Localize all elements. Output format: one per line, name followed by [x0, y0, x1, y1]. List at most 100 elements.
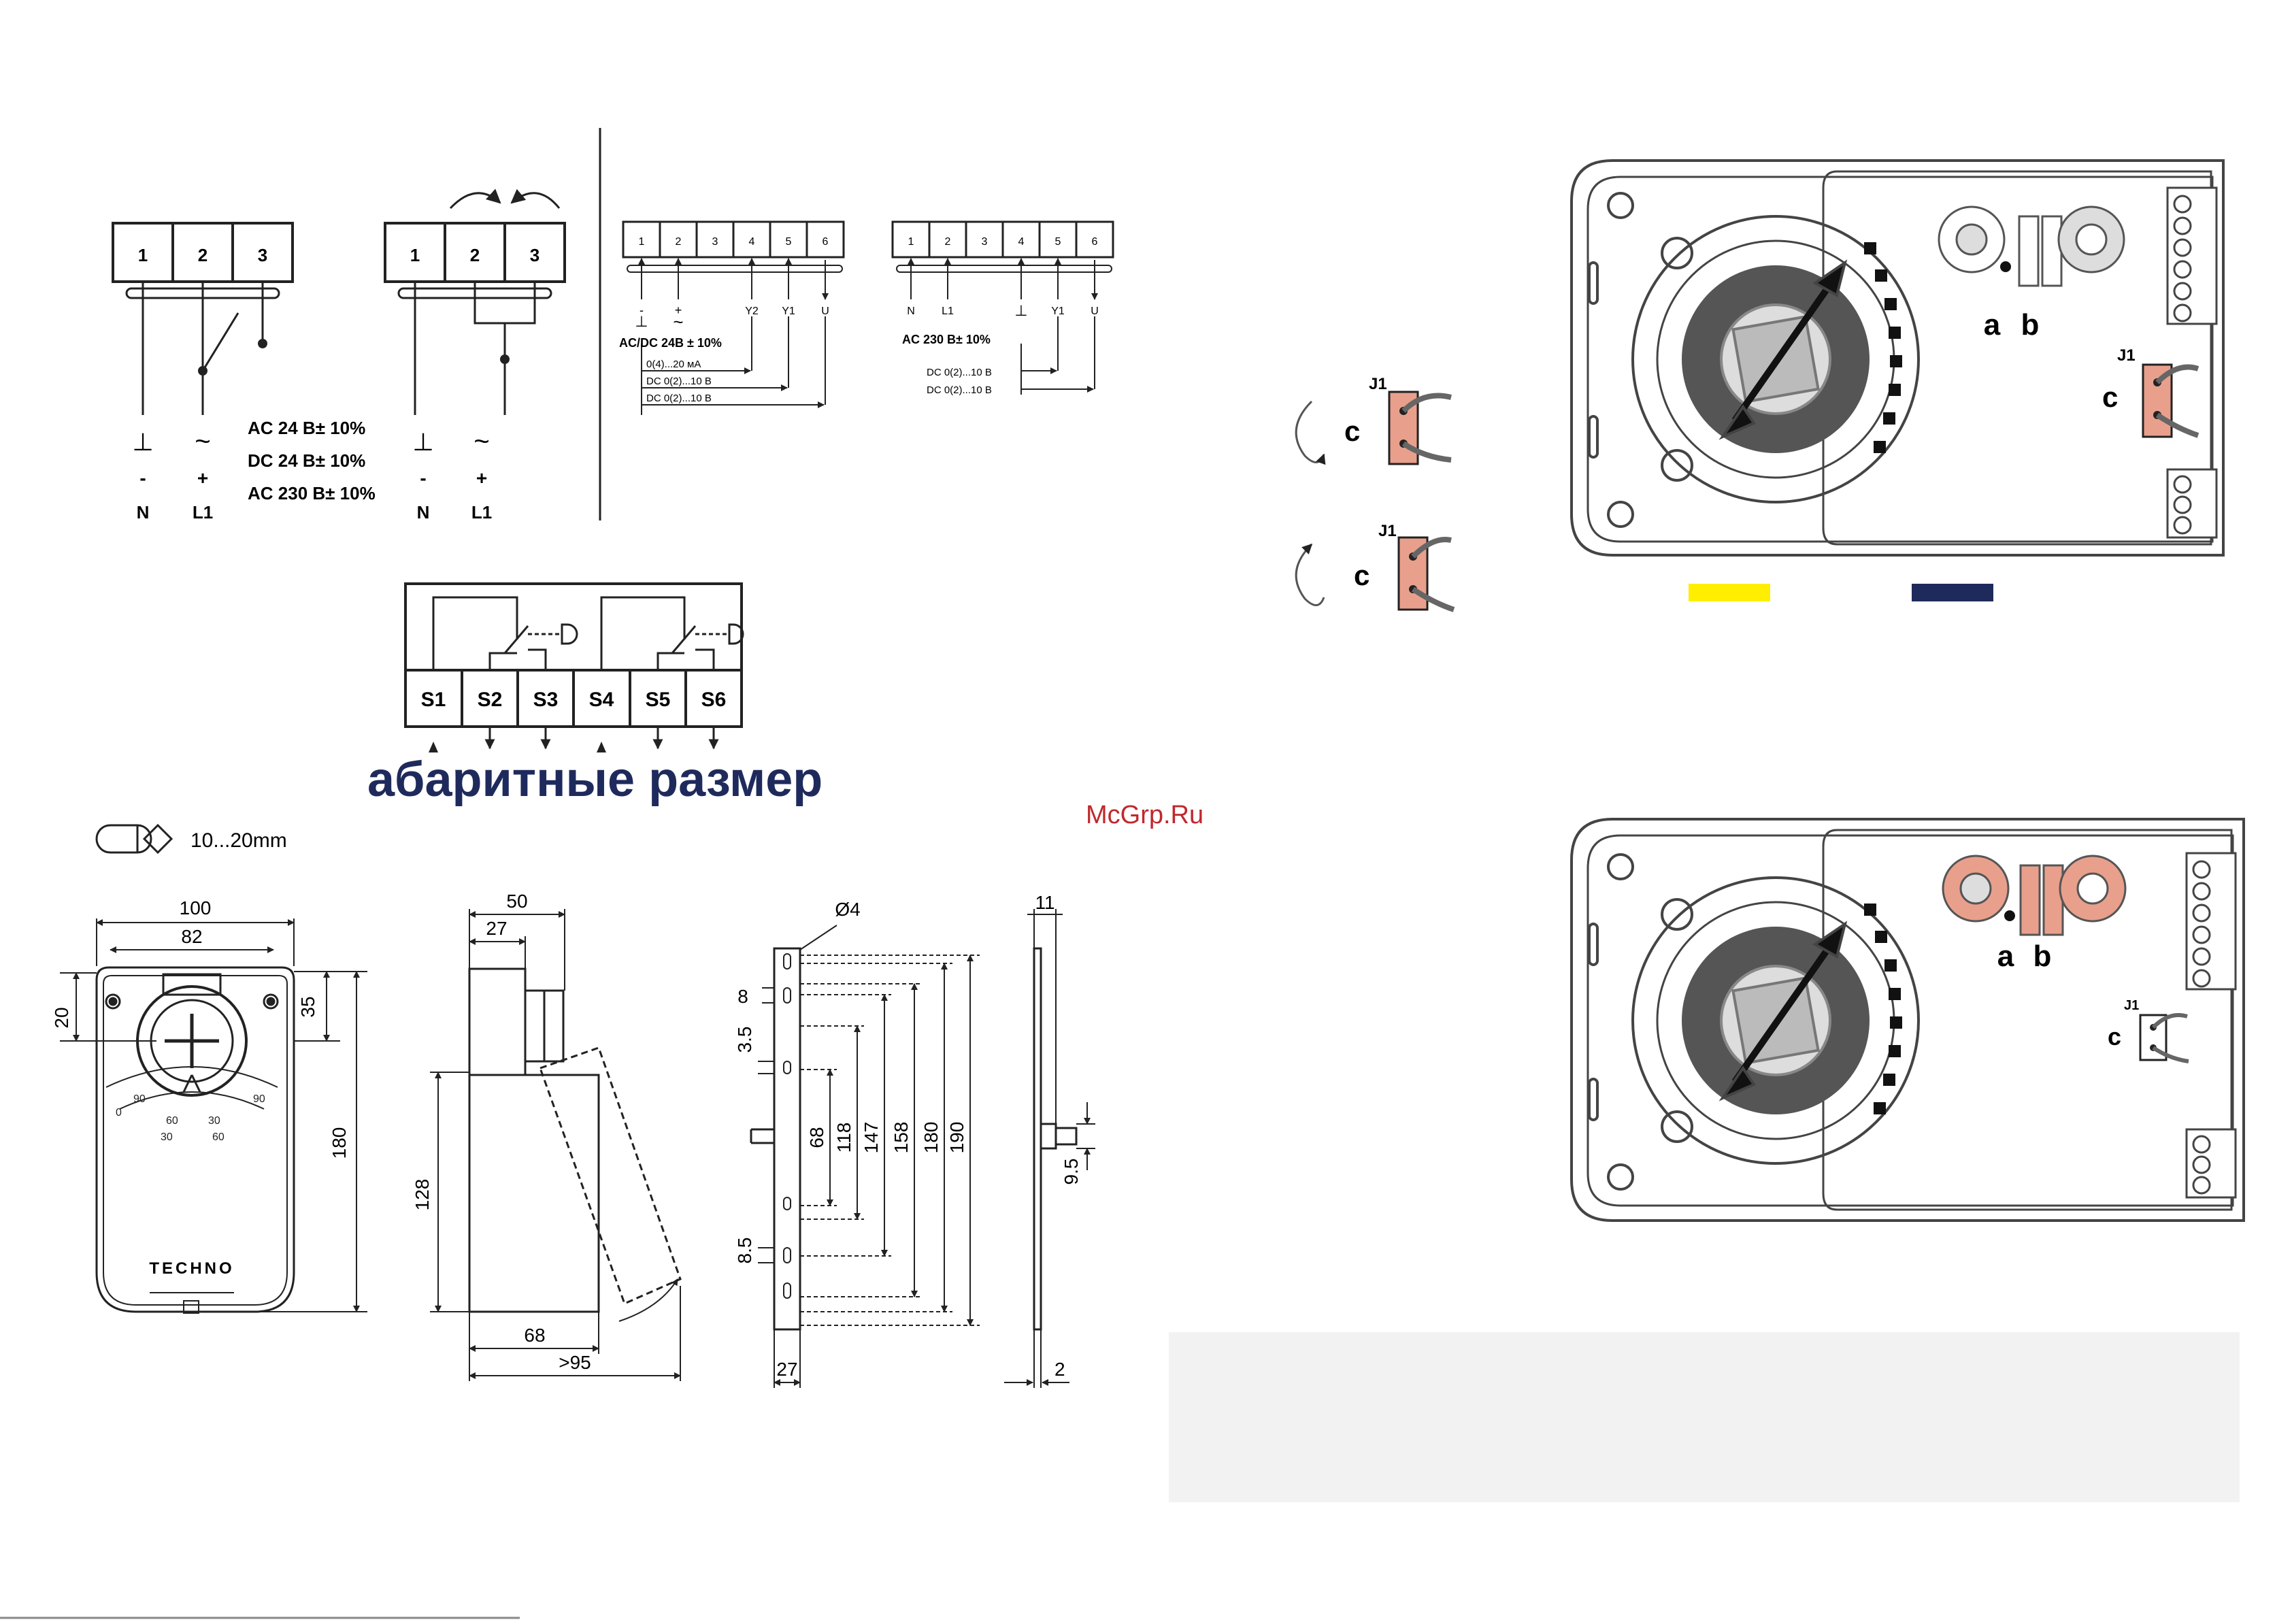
wiring3-label-y1: Y1 — [782, 305, 795, 317]
scale-label-30-right: 30 — [208, 1115, 220, 1127]
bracket-dim-8-5: 8.5 — [734, 1238, 755, 1264]
bracket-dim-3-5: 3.5 — [734, 1027, 755, 1053]
bracket-dim-158: 158 — [891, 1122, 912, 1154]
wiring3-signal-dc-2: DC 0(2)...10 B — [646, 393, 712, 404]
wiring2-terminal-1: 1 — [410, 245, 420, 265]
wiring1-spec-ac24: AC 24 B± 10% — [248, 418, 365, 438]
wiring2-label-l1: L1 — [471, 502, 492, 523]
wiring2-pol-minus: - — [420, 467, 426, 488]
wiring3-sym-ground: ⊥ — [635, 313, 648, 330]
bracket-dim-180: 180 — [920, 1122, 942, 1154]
switch-terminal-s5: S5 — [646, 689, 671, 711]
plate-dim-11: 11 — [1035, 892, 1054, 913]
switch-terminal-s4: S4 — [589, 689, 614, 711]
front-view-dimensions — [60, 918, 367, 1312]
wiring4-terminal-5: 5 — [1055, 236, 1061, 248]
side-dim-128: 128 — [412, 1179, 433, 1211]
wiring3-sym-ac: ~ — [673, 312, 683, 332]
bracket-dim-118: 118 — [833, 1123, 854, 1153]
shaft-range: 10...20mm — [190, 829, 287, 852]
panel2-terminal-block-bottom — [2185, 1128, 2237, 1199]
jumper-top-j1: J1 — [1369, 375, 1387, 393]
jumper-left-top — [1295, 391, 1452, 465]
panel2-jumper-c: c — [2108, 1023, 2121, 1050]
scale-label-90-left: 90 — [133, 1093, 146, 1105]
front-dim-82: 82 — [181, 926, 202, 947]
side-view-dimensions — [430, 909, 681, 1381]
switch-terminal-s1: S1 — [421, 689, 446, 711]
wiring3-signal-ma: 0(4)...20 мА — [646, 359, 701, 370]
plate-view — [1033, 947, 1078, 1331]
wiring3-label-u: U — [821, 305, 829, 317]
actuator-panel-2 — [1570, 818, 2245, 1222]
panel1-label-a: a — [1984, 308, 2001, 342]
side-dim-27: 27 — [486, 918, 507, 939]
bracket-dim-147: 147 — [861, 1122, 882, 1154]
wiring4-signal-dc-2: DC 0(2)...10 B — [927, 384, 992, 396]
wiring2-terminal-2: 2 — [470, 245, 480, 265]
wiring1-spec-ac230: AC 230 B± 10% — [248, 483, 376, 503]
panel2-jumper-j1: J1 — [2124, 998, 2139, 1013]
front-dim-20: 20 — [51, 1007, 72, 1028]
front-view-scale: 90 60 30 0 30 60 90 — [116, 1093, 265, 1143]
bracket-dim-8: 8 — [737, 986, 748, 1007]
wiring4-label-u: U — [1091, 305, 1099, 317]
wiring-diagram-4 — [891, 220, 1114, 395]
wiring1-terminal-2: 2 — [198, 245, 207, 265]
wiring4-terminal-4: 4 — [1018, 236, 1025, 248]
wiring3-terminal-1: 1 — [639, 236, 645, 248]
panel2-teeth — [1864, 904, 1902, 1114]
panel1-terminal-block-bottom — [2166, 468, 2218, 539]
wiring1-terminal-1: 1 — [138, 245, 148, 265]
wiring4-signal-dc-1: DC 0(2)...10 B — [927, 367, 992, 378]
wiring4-spec: AC 230 B± 10% — [902, 333, 991, 346]
bracket-dimension-arrows — [758, 925, 974, 1388]
wiring1-pol-plus: + — [197, 467, 208, 488]
switch-terminal-s6: S6 — [701, 689, 727, 711]
jumper-bottom-j1: J1 — [1378, 522, 1397, 540]
bracket-dim-27: 27 — [776, 1359, 797, 1380]
bracket-dim-190: 190 — [946, 1122, 967, 1154]
front-view-brand: TECHNO — [149, 1259, 234, 1278]
wiring4-terminal-2: 2 — [945, 236, 951, 248]
wiring4-terminal-labels: 1 2 3 4 5 6 — [908, 236, 1098, 248]
wiring4-sym-ground: ⊥ — [1014, 302, 1027, 319]
wiring2-sym-ground: ⊥ — [412, 428, 433, 456]
scale-label-30-left: 30 — [161, 1131, 173, 1143]
wiring2-pol-plus: + — [476, 467, 487, 488]
wiring4-label-n: N — [907, 305, 915, 317]
wiring1-pol-minus: - — [139, 467, 146, 488]
plate-dimensions — [1004, 909, 1095, 1388]
jumper-left-bottom — [1295, 536, 1455, 612]
wiring4-label-l1: L1 — [942, 305, 954, 317]
jumper-right — [2142, 363, 2199, 438]
wiring4-terminal-3: 3 — [982, 236, 988, 248]
shaft-size-icon — [95, 823, 173, 855]
plate-dim-2: 2 — [1054, 1359, 1065, 1380]
wiring-diagram-3 — [622, 220, 845, 415]
jumper-top-c: c — [1344, 415, 1360, 447]
panel2-label-b: b — [2033, 940, 2052, 973]
front-dim-180: 180 — [329, 1127, 350, 1159]
wiring3-terminal-6: 6 — [823, 236, 829, 248]
switch-terminal-s2: S2 — [478, 689, 503, 711]
wiring2-terminal-3: 3 — [530, 245, 539, 265]
side-view — [468, 967, 682, 1322]
jumper-right-c: c — [2102, 381, 2118, 413]
panel1-label-b: b — [2021, 308, 2040, 342]
yellow-indicator — [1689, 584, 1770, 601]
wiring1-spec-dc24: DC 24 B± 10% — [248, 450, 365, 471]
jumper-bottom-c: c — [1354, 559, 1369, 591]
plate-dim-9-5: 9.5 — [1061, 1159, 1082, 1185]
wiring4-terminal-6: 6 — [1092, 236, 1098, 248]
wiring3-spec: AC/DC 24B ± 10% — [619, 336, 722, 350]
bracket-dim-68: 68 — [806, 1127, 827, 1148]
wiring3-terminal-labels: 1 2 3 4 5 6 — [639, 236, 829, 248]
panel2-limit-cams — [1942, 855, 2127, 936]
panel1-terminal-block-top — [2166, 186, 2218, 325]
section-heading: абаритные размер — [367, 752, 823, 807]
bracket-dim-diameter: Ø4 — [835, 899, 860, 920]
front-dim-35: 35 — [297, 996, 318, 1017]
wiring1-label-l1: L1 — [193, 502, 213, 523]
